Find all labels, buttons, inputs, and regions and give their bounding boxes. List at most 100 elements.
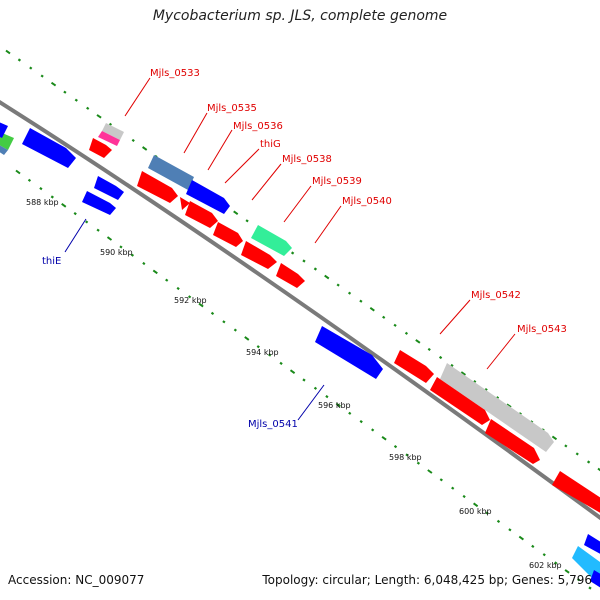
inner-tick-33 [393, 444, 398, 449]
inner-tick-11 [142, 261, 146, 266]
inner-tick-13 [165, 278, 169, 282]
feature-red-right-1[interactable] [394, 350, 434, 383]
gene-label-mjls0541[interactable]: Mjls_0541 [248, 419, 298, 430]
inner-tick-8 [106, 236, 113, 241]
feature-mjls0539-green[interactable] [251, 225, 292, 256]
tick-label-592: 592 kbp [174, 296, 207, 305]
inner-tick-19 [233, 328, 237, 332]
inner-tick-0 [15, 169, 21, 175]
outer-tick-50 [575, 452, 579, 456]
inner-tick-39 [462, 494, 466, 499]
feature-red-row-2[interactable] [185, 201, 218, 228]
inner-tick-29 [348, 411, 352, 415]
outer-tick-40 [460, 371, 466, 376]
outer-tick-32 [369, 306, 375, 312]
feature-red-right-4[interactable] [552, 471, 600, 515]
callout-line-0541 [297, 384, 325, 421]
genome-backbone [0, 99, 600, 521]
feature-mjls0533-gray[interactable] [102, 123, 124, 140]
accession-text: Accession: NC_009077 [8, 573, 145, 587]
callout-line-0539 [283, 185, 312, 223]
outer-tick-35 [404, 331, 409, 335]
gene-label-mjls0542[interactable]: Mjls_0542 [471, 290, 521, 301]
outer-tick-37 [427, 347, 431, 351]
gene-label-thiE[interactable]: thiE [42, 256, 61, 267]
feature-left-green[interactable] [0, 128, 14, 155]
inner-tick-50 [588, 586, 592, 590]
outer-tick-31 [359, 299, 363, 303]
feature-mjls0533-pink[interactable] [98, 131, 120, 146]
inner-tick-40 [473, 502, 479, 508]
feature-blue-bottom-2[interactable] [590, 570, 600, 590]
gene-label-mjls0533[interactable]: Mjls_0533 [150, 68, 200, 79]
feature-mjls0541-blue[interactable] [315, 326, 383, 379]
feature-red-row-4[interactable] [241, 241, 277, 269]
inner-tick-7 [96, 228, 100, 232]
outer-tick-45 [518, 412, 522, 416]
inner-tick-32 [381, 435, 387, 441]
gene-label-mjls0536[interactable]: Mjls_0536 [233, 121, 283, 132]
gene-label-mjls0535[interactable]: Mjls_0535 [207, 103, 257, 114]
feature-left-blue-2[interactable] [22, 128, 76, 168]
inner-tick-4 [61, 202, 67, 208]
tick-label-598: 598 kbp [389, 453, 422, 462]
callout-line-0536 [207, 129, 233, 171]
callout-line-0542 [439, 299, 471, 335]
feature-mjls0535-steel[interactable] [148, 155, 194, 190]
inner-tick-25 [302, 378, 306, 382]
gene-label-mjls0540[interactable]: Mjls_0540 [342, 196, 392, 207]
outer-tick-48 [551, 435, 558, 441]
outer-tick-42 [484, 388, 488, 392]
inner-tick-45 [531, 544, 535, 549]
outer-tick-43 [495, 396, 500, 400]
inner-tick-27 [325, 394, 329, 399]
gene-label-mjls0543[interactable]: Mjls_0543 [517, 324, 567, 335]
inner-tick-41 [485, 511, 489, 515]
feature-red-row-5[interactable] [276, 263, 305, 288]
callout-line-0538 [251, 163, 282, 201]
tick-label-590: 590 kbp [100, 248, 133, 257]
inner-tick-9 [119, 245, 123, 249]
tick-label-600: 600 kbp [459, 507, 492, 516]
inner-tick-42 [496, 519, 501, 524]
outer-tick-0 [5, 49, 11, 55]
outer-tick-51 [586, 460, 591, 464]
feature-red-row-3[interactable] [213, 222, 243, 247]
feature-thiE-blue-2[interactable] [82, 191, 116, 215]
inner-tick-30 [359, 419, 363, 424]
callout-line-0533 [124, 77, 151, 117]
outer-tick-6 [74, 98, 78, 102]
feature-red-row-1[interactable] [137, 171, 178, 203]
callout-line-0540 [314, 205, 342, 244]
inner-tick-47 [554, 561, 558, 565]
feature-red-right-2[interactable] [430, 377, 490, 425]
gene-label-mjls0539[interactable]: Mjls_0539 [312, 176, 362, 187]
feature-left-blue-1[interactable] [0, 118, 8, 138]
outer-tick-8 [96, 114, 102, 119]
inner-tick-26 [313, 386, 318, 390]
outer-tick-7 [86, 106, 90, 110]
outer-tick-38 [438, 355, 443, 360]
inner-tick-14 [176, 286, 180, 291]
inner-tick-46 [542, 553, 546, 557]
outer-tick-2 [29, 66, 33, 70]
feature-blue-bottom[interactable] [584, 534, 600, 556]
feature-mjls0536-blue[interactable] [186, 180, 230, 214]
feature-cyan-bottom[interactable] [572, 546, 600, 580]
feature-red-right-3[interactable] [485, 419, 540, 464]
inner-tick-44 [518, 535, 524, 541]
inner-tick-10 [130, 253, 135, 257]
gene-label-thiG[interactable]: thiG [260, 139, 281, 150]
inner-tick-1 [27, 178, 32, 182]
outer-tick-21 [245, 219, 249, 223]
feature-thiE-blue-1[interactable] [94, 176, 124, 200]
outer-tick-4 [50, 81, 57, 87]
gene-label-mjls0538[interactable]: Mjls_0538 [282, 154, 332, 165]
outer-tick-11 [131, 138, 135, 142]
inner-tick-15 [187, 295, 192, 299]
outer-tick-28 [324, 274, 330, 280]
feature-red-arrow-small[interactable] [180, 197, 190, 210]
feature-mjls0543-gray[interactable] [440, 363, 554, 452]
feature-red-small-1[interactable] [89, 138, 112, 158]
outer-tick-44 [506, 403, 512, 408]
